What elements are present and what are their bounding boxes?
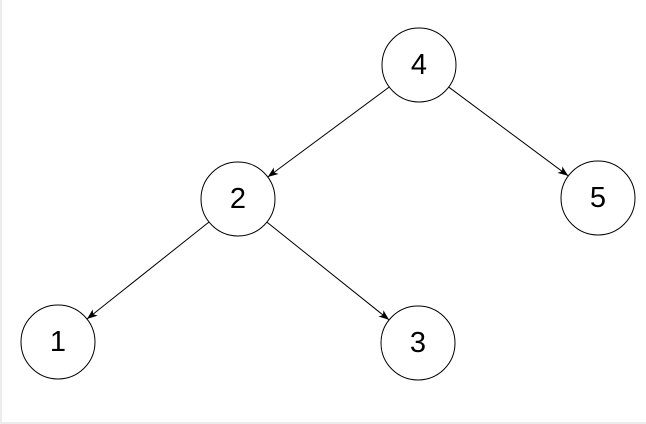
node-circle-4 <box>381 27 457 103</box>
node-circle-3 <box>380 305 456 381</box>
node-circle-2 <box>200 161 276 237</box>
node-circle-5 <box>560 160 636 236</box>
tree-node-3: 3 <box>380 305 456 381</box>
canvas-left-edge <box>0 0 2 424</box>
node-label-2: 2 <box>230 183 246 215</box>
tree-node-1: 1 <box>20 304 96 380</box>
tree-node-2: 2 <box>200 161 276 237</box>
node-circle-1 <box>20 304 96 380</box>
edge-2-1 <box>86 221 210 320</box>
edge-2-3 <box>266 221 390 321</box>
tree-node-4: 4 <box>381 27 457 103</box>
node-label-3: 3 <box>410 327 426 359</box>
node-label-5: 5 <box>590 182 606 214</box>
node-label-1: 1 <box>50 326 66 358</box>
edge-4-5 <box>448 86 569 177</box>
node-label-4: 4 <box>411 49 427 81</box>
canvas-bottom-edge <box>0 422 646 424</box>
tree-node-5: 5 <box>560 160 636 236</box>
edge-4-2 <box>267 86 390 178</box>
